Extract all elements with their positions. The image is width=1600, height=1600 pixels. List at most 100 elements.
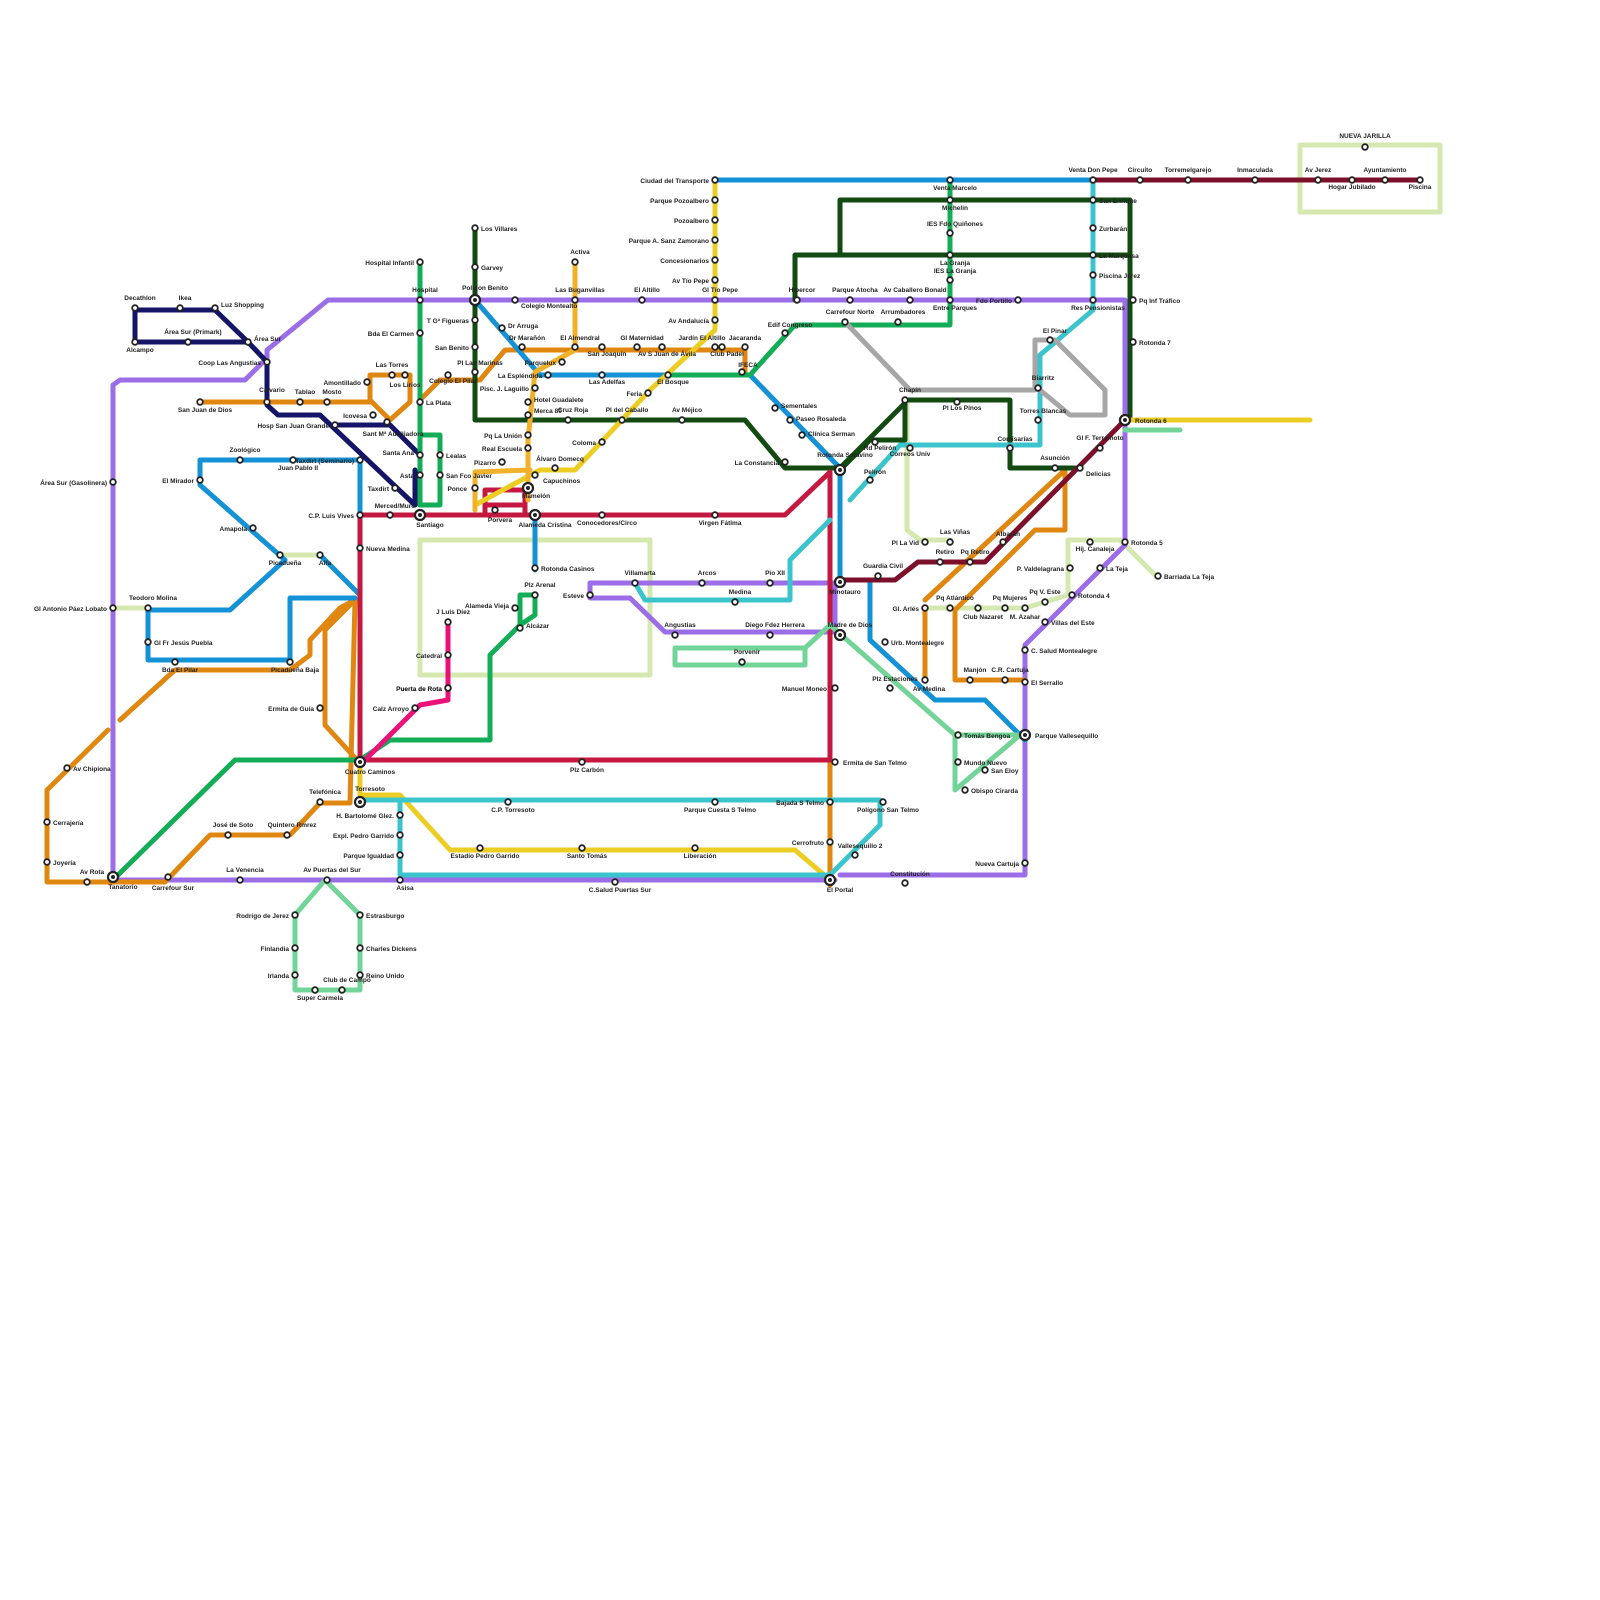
station-finlandia[interactable]: [291, 944, 299, 952]
station-expl-pedro-garrido[interactable]: [396, 831, 404, 839]
station-venta-don-pepe[interactable]: [1089, 176, 1097, 184]
station-parque-a-sanz-zamorano[interactable]: [711, 236, 719, 244]
station-porvenir[interactable]: [738, 658, 746, 666]
station-mundo-nuevo[interactable]: [954, 758, 962, 766]
station-fdo-portillo[interactable]: [1014, 296, 1022, 304]
station-jose-de-soto[interactable]: [224, 831, 232, 839]
station-telefonica[interactable]: [316, 798, 324, 806]
station-medina[interactable]: [731, 598, 739, 606]
station-inmaculada[interactable]: [1251, 176, 1259, 184]
station-parque-pozoalbero[interactable]: [711, 196, 719, 204]
station-calz-arroyo[interactable]: [411, 704, 419, 712]
station-conocedores-circo[interactable]: [598, 511, 606, 519]
station-c-p-torresoto[interactable]: [504, 798, 512, 806]
station-correos-univ[interactable]: [906, 444, 914, 452]
station-torremelgarejo[interactable]: [1184, 176, 1192, 184]
station-san-joaquin[interactable]: [598, 343, 606, 351]
station-mosto[interactable]: [323, 398, 331, 406]
station-piscina[interactable]: [1416, 176, 1424, 184]
station-pq-inf-trafico[interactable]: [1129, 296, 1137, 304]
station-sant-m-auxiliadora[interactable]: [383, 418, 391, 426]
station-pq-retiro[interactable]: [966, 558, 974, 566]
station-parquelux[interactable]: [558, 358, 566, 366]
station-dr-arruga[interactable]: [498, 324, 506, 332]
station-san-eloy[interactable]: [981, 766, 989, 774]
station-albaran[interactable]: [999, 538, 1007, 546]
station-asuncion[interactable]: [1051, 464, 1059, 472]
station-zurbaran[interactable]: [1089, 224, 1097, 232]
station-la-venencia[interactable]: [236, 876, 244, 884]
station-sementales[interactable]: [771, 404, 779, 412]
station-hospital[interactable]: [416, 296, 424, 304]
station-guardia-civil[interactable]: [874, 572, 882, 580]
line-crimson[interactable]: [357, 469, 833, 763]
station-ermita-de-guia[interactable]: [316, 704, 324, 712]
station-ikea[interactable]: [176, 304, 184, 312]
station-picaduena-baja[interactable]: [286, 658, 294, 666]
station-plz-arenal[interactable]: [531, 591, 539, 599]
station-comisarias[interactable]: [1006, 444, 1014, 452]
station-carrefour-sur[interactable]: [164, 873, 172, 881]
station-vallesequillo-2[interactable]: [851, 851, 859, 859]
station-piscina-jerez[interactable]: [1089, 271, 1097, 279]
station-concesionarios[interactable]: [711, 256, 719, 264]
station-m-azahar[interactable]: [1021, 604, 1029, 612]
station-arrumbadores[interactable]: [894, 318, 902, 326]
station-pl-las-marinas[interactable]: [471, 368, 479, 376]
station-area-sur-primark[interactable]: [184, 338, 192, 346]
station-plz-carbon[interactable]: [578, 758, 586, 766]
station-rodrigo-de-jerez[interactable]: [291, 911, 299, 919]
station-asta[interactable]: [416, 471, 424, 479]
station-hij-canaleja[interactable]: [1086, 538, 1094, 546]
station-pq-la-union[interactable]: [524, 431, 532, 439]
station-arcos[interactable]: [698, 579, 706, 587]
station-luz-shopping[interactable]: [211, 304, 219, 312]
station-tablao[interactable]: [296, 398, 304, 406]
station-clinica-serman[interactable]: [798, 431, 806, 439]
station-pl-la-vid[interactable]: [921, 538, 929, 546]
station-la-teja[interactable]: [1096, 564, 1104, 572]
station-angustias[interactable]: [671, 631, 679, 639]
station-rd-peliron[interactable]: [871, 438, 879, 446]
station-joyeria[interactable]: [43, 858, 51, 866]
station-ciudad-del-transporte[interactable]: [711, 176, 719, 184]
station-bda-el-pilar[interactable]: [171, 658, 179, 666]
station-la-plata[interactable]: [416, 398, 424, 406]
station-bda-el-carmen[interactable]: [416, 329, 424, 337]
station-el-serrallo[interactable]: [1021, 678, 1029, 686]
station-virgen-fatima[interactable]: [711, 511, 719, 519]
station-quintero-rmrez[interactable]: [283, 831, 291, 839]
line-pink[interactable]: [362, 619, 451, 763]
station-calvario[interactable]: [263, 398, 271, 406]
station-av-rota[interactable]: [83, 878, 91, 886]
station-gl-arles[interactable]: [921, 604, 929, 612]
station-rotonda-casinos[interactable]: [531, 564, 539, 572]
station-parque-igualdad[interactable]: [396, 851, 404, 859]
line-pale-centro[interactable]: [417, 537, 653, 678]
station-nueva-medina[interactable]: [356, 544, 364, 552]
station-super-carmela[interactable]: [311, 986, 319, 994]
station-av-puertas-del-sur[interactable]: [323, 876, 331, 884]
station-la-marquesa[interactable]: [1089, 251, 1097, 259]
station-hotel-guadalete[interactable]: [524, 398, 532, 406]
station-j-luis-diez[interactable]: [444, 618, 452, 626]
station-real-escuela[interactable]: [524, 444, 532, 452]
station-av-andalucia[interactable]: [711, 316, 719, 324]
station-hipercor[interactable]: [793, 296, 801, 304]
station-jacaranda[interactable]: [741, 343, 749, 351]
station-santa-ana[interactable]: [416, 451, 424, 459]
station-carrefour-norte[interactable]: [841, 318, 849, 326]
station-los-lirios[interactable]: [401, 371, 409, 379]
station-tomas-bengoa[interactable]: [954, 731, 962, 739]
line-purple[interactable]: [110, 297, 1128, 883]
station-san-enrique[interactable]: [1089, 196, 1097, 204]
station-las-torres[interactable]: [388, 371, 396, 379]
station-chapin[interactable]: [901, 396, 909, 404]
station-rotonda-5[interactable]: [1121, 538, 1129, 546]
station-gl-antonio-paez-lobato[interactable]: [109, 604, 117, 612]
station-c-salud-montealegre[interactable]: [1021, 646, 1029, 654]
station-reino-unido[interactable]: [356, 971, 364, 979]
station-santo-tomas[interactable]: [578, 844, 586, 852]
station-hosp-san-juan-grande[interactable]: [331, 421, 339, 429]
station-torres-blancas[interactable]: [1034, 416, 1042, 424]
